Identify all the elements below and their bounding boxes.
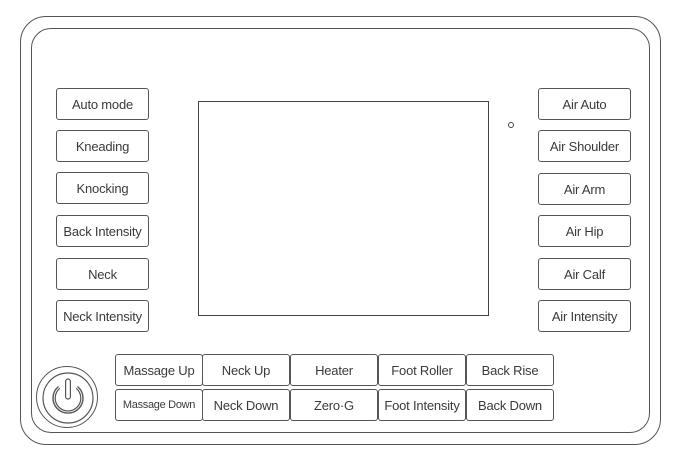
kneading-button[interactable]: Kneading (56, 130, 149, 162)
power-button[interactable] (36, 366, 98, 428)
massage-up-button[interactable]: Massage Up (115, 354, 203, 386)
back-rise-button[interactable]: Back Rise (466, 354, 554, 386)
air-calf-button[interactable]: Air Calf (538, 258, 631, 290)
air-intensity-button[interactable]: Air Intensity (538, 300, 631, 332)
auto-mode-button[interactable]: Auto mode (56, 88, 149, 120)
foot-intensity-button[interactable]: Foot Intensity (378, 389, 466, 421)
remote-outer-frame (20, 16, 661, 445)
air-arm-button[interactable]: Air Arm (538, 173, 631, 205)
neck-down-button[interactable]: Neck Down (202, 389, 290, 421)
knocking-button[interactable]: Knocking (56, 172, 149, 204)
neck-button[interactable]: Neck (56, 258, 149, 290)
foot-roller-button[interactable]: Foot Roller (378, 354, 466, 386)
air-auto-button[interactable]: Air Auto (538, 88, 631, 120)
zero-g-button[interactable]: Zero·G (290, 389, 378, 421)
remote-inner-panel (31, 28, 650, 433)
air-hip-button[interactable]: Air Hip (538, 215, 631, 247)
massage-down-button[interactable]: Massage Down (115, 389, 203, 421)
back-down-button[interactable]: Back Down (466, 389, 554, 421)
display-screen (198, 101, 489, 316)
back-intensity-button[interactable]: Back Intensity (56, 215, 149, 247)
neck-up-button[interactable]: Neck Up (202, 354, 290, 386)
indicator-led (508, 122, 514, 128)
heater-button[interactable]: Heater (290, 354, 378, 386)
power-icon (42, 372, 94, 424)
neck-intensity-button[interactable]: Neck Intensity (56, 300, 149, 332)
air-shoulder-button[interactable]: Air Shoulder (538, 130, 631, 162)
